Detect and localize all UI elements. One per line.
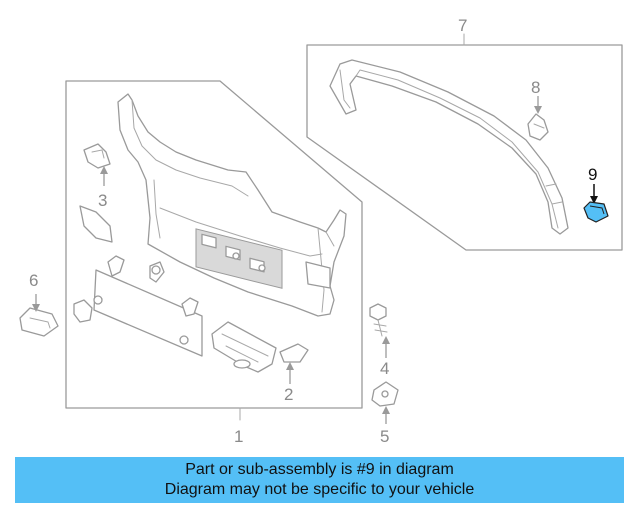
callout-9: 9 <box>588 165 597 184</box>
callout-3: 3 <box>98 191 107 210</box>
part-8-bracket <box>527 113 549 141</box>
handle-housing <box>211 321 309 373</box>
callout-4: 4 <box>380 359 389 378</box>
notice-line-1: Part or sub-assembly is #9 in diagram <box>185 461 454 478</box>
callout-5: 5 <box>380 427 389 446</box>
callout-8: 8 <box>531 78 540 97</box>
assembly-7-box <box>306 44 623 251</box>
license-plate-bracket <box>73 255 203 357</box>
part-5-nut <box>371 381 399 407</box>
callout-6: 6 <box>29 271 38 290</box>
spoiler-garnish <box>329 59 569 235</box>
callout-1: 1 <box>234 427 243 446</box>
callout-7: 7 <box>458 16 467 35</box>
trim-flap <box>79 205 113 243</box>
notice-banner: Part or sub-assembly is #9 in diagram Di… <box>15 457 624 503</box>
notice-line-2: Diagram may not be specific to your vehi… <box>164 481 475 498</box>
part-3-clip <box>83 143 111 169</box>
parts-diagram: 7 1 3 <box>19 16 623 446</box>
part-6-cap <box>19 307 59 337</box>
callout-2: 2 <box>284 385 293 404</box>
part-4-screw <box>369 303 388 337</box>
part-9-highlighted[interactable] <box>583 201 609 223</box>
liftgate-trim-panel <box>117 93 347 317</box>
assembly-1-box <box>65 80 363 409</box>
